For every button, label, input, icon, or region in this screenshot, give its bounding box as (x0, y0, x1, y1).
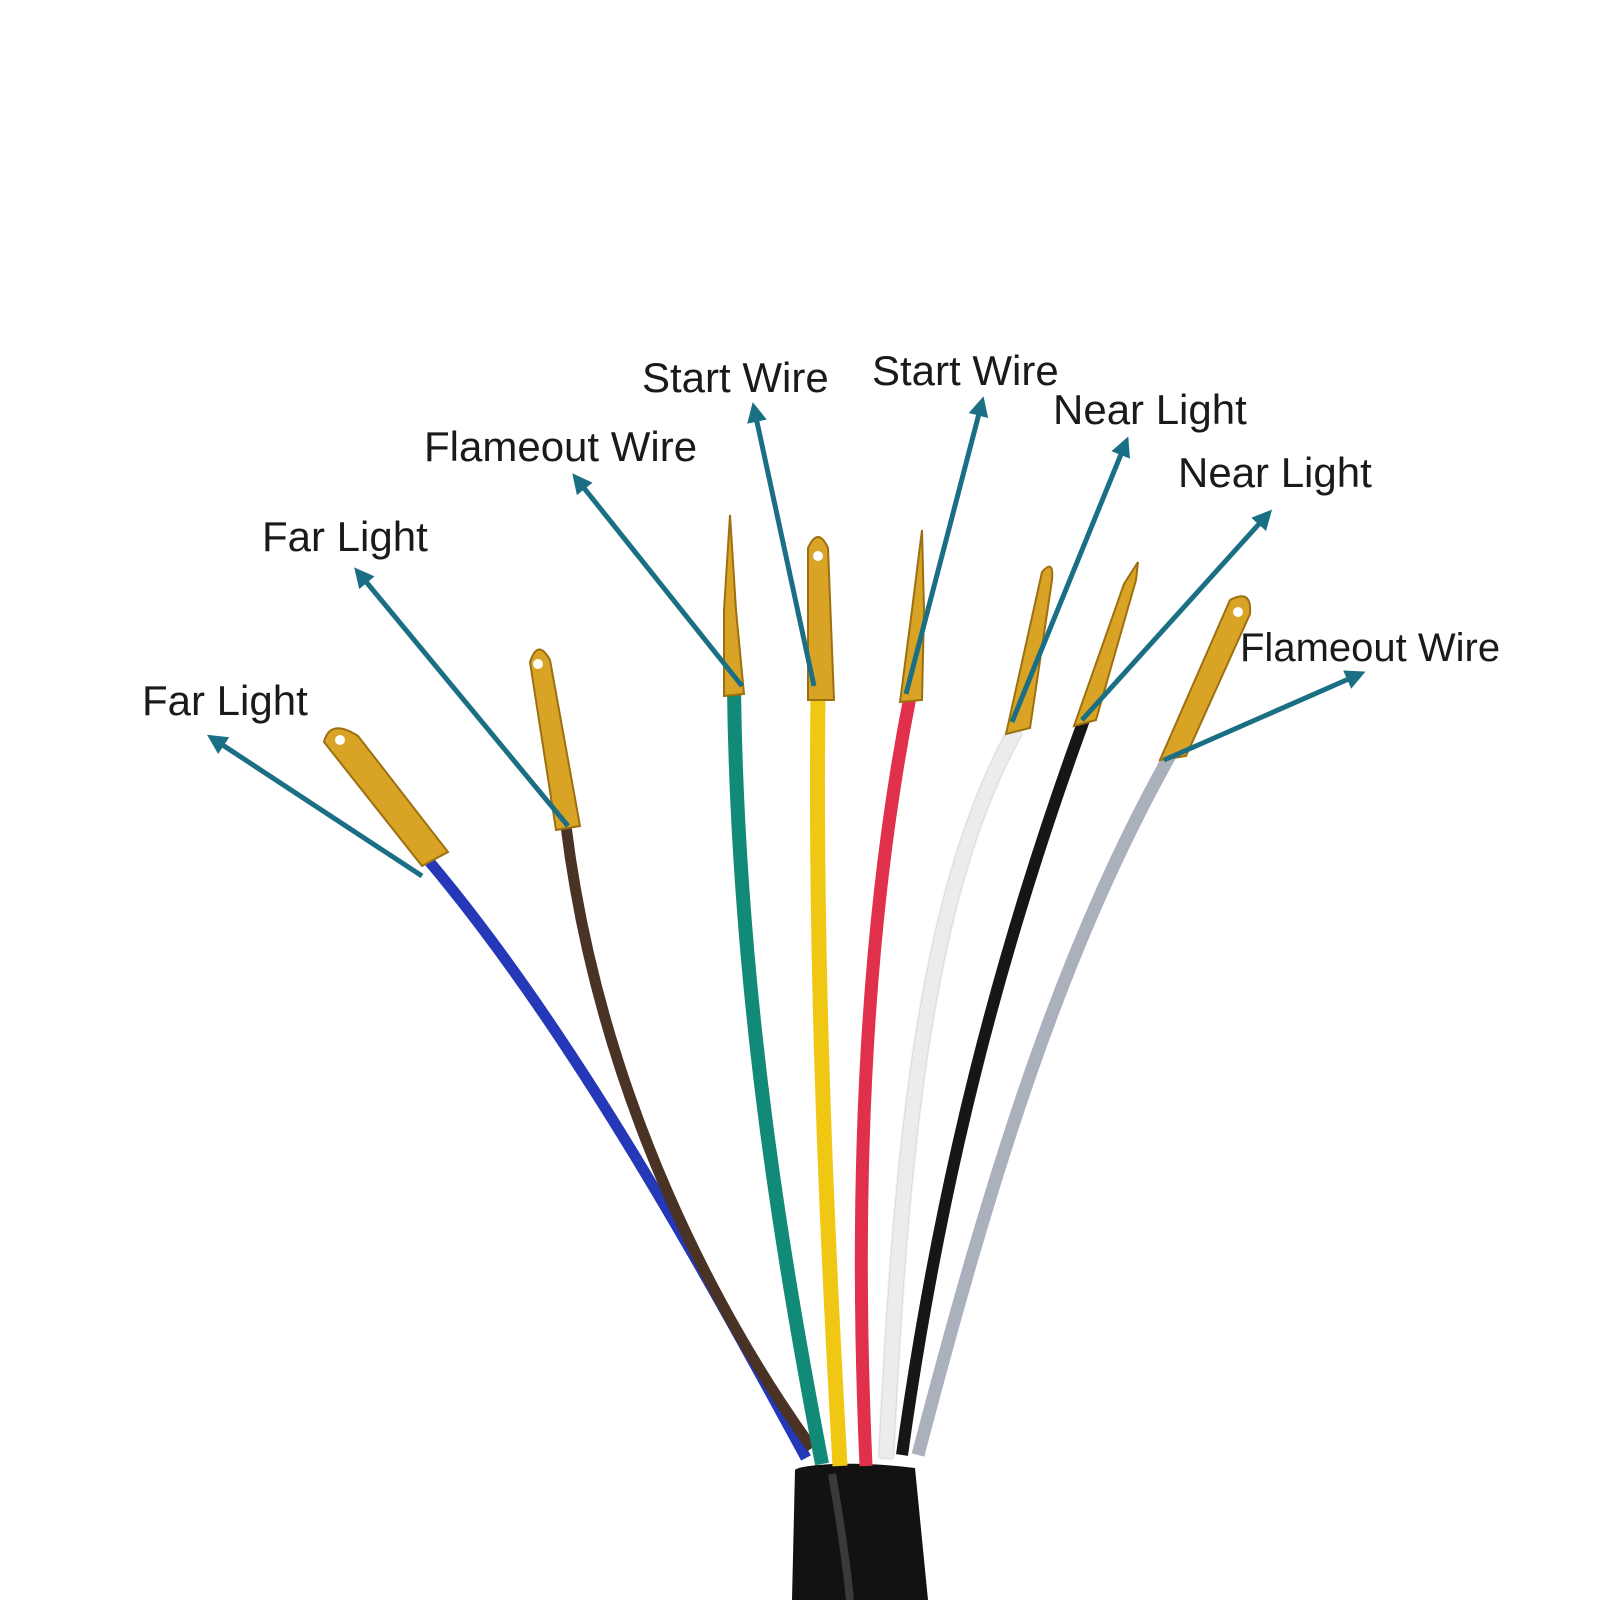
arrow-near-light-1 (1009, 436, 1130, 723)
terminal-yellow (807, 536, 836, 701)
wire-yellow (809, 694, 848, 1467)
wire-brown (560, 825, 817, 1452)
label-start-wire: Start Wire (872, 347, 1059, 394)
wire-black (896, 717, 1090, 1456)
arrow-flameout-wire-2 (1162, 670, 1366, 763)
cable-sheath-highlight (828, 1473, 854, 1600)
arrow-far-light-2 (354, 567, 570, 828)
wire-white (879, 726, 1023, 1459)
label-near-light: Near Light (1178, 449, 1372, 496)
cable-sheath (792, 1463, 928, 1600)
terminal-red (898, 529, 926, 704)
terminal-blue (322, 727, 450, 868)
wire-grey (911, 748, 1178, 1457)
terminal-green (723, 514, 746, 698)
arrow-start-wire-1 (747, 402, 817, 687)
terminal-grey (1158, 595, 1252, 762)
arrow-start-wire-2 (903, 396, 989, 695)
label-flameout-wire: Flameout Wire (1240, 626, 1501, 670)
arrow-flameout-wire-1 (572, 473, 744, 688)
label-far-light: Far Light (142, 677, 308, 724)
label-near-light: Near Light (1053, 386, 1247, 433)
wire-green (727, 689, 829, 1466)
label-start-wire: Start Wire (642, 354, 829, 401)
arrow-far-light-1 (206, 734, 424, 879)
terminal-white (1004, 565, 1054, 736)
arrow-near-light-2 (1080, 509, 1273, 722)
label-far-light: Far Light (262, 513, 428, 560)
terminal-black (1072, 561, 1139, 728)
wire-red (854, 695, 917, 1467)
terminal-brown (528, 648, 582, 832)
label-flameout-wire: Flameout Wire (424, 423, 698, 470)
